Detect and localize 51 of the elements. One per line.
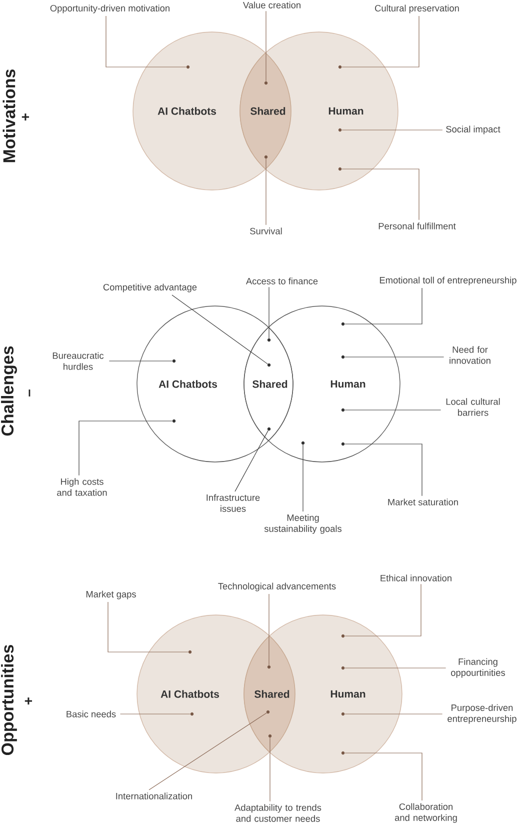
callout-label: Access to finance (246, 278, 318, 284)
overlap-region: Shared (244, 326, 294, 442)
callout-label: Competitive advantage (103, 284, 197, 292)
leader-line (344, 356, 444, 358)
callout-label: Social impact (446, 126, 500, 134)
leader-line (78, 420, 172, 476)
callout-label: Local cultural barriers (446, 398, 500, 416)
callout-label: Cultural preservation (375, 4, 459, 14)
leader-line (108, 602, 188, 652)
callout-label: Ethical innovation (380, 574, 452, 582)
leader-line (148, 712, 267, 790)
leader-line (268, 286, 270, 338)
leader-line (302, 444, 304, 512)
section-title: Opportunities (1, 644, 17, 755)
overlap-region: Shared (244, 636, 296, 752)
leader-line (344, 584, 422, 636)
section-title: Challenges (1, 346, 17, 436)
leader-line (234, 430, 268, 492)
callout-label: Survival (250, 228, 282, 234)
callout-label: Personal fulfillment (378, 222, 456, 230)
leader-line (268, 594, 270, 666)
callout-label: Infrastructure issues (206, 494, 260, 512)
callout-label: Emotional toll of entrepreneurship (380, 276, 516, 286)
callout-label: Need for innovation (450, 346, 490, 364)
leader-line (342, 168, 420, 220)
overlap-region: Shared (240, 52, 292, 170)
sign-label: – (28, 390, 30, 396)
leader-line (342, 16, 420, 68)
callout-label: Adaptability to trends and customer needs (234, 804, 322, 822)
sign-label: + (24, 697, 32, 704)
callout-label: High costs and taxation (57, 478, 107, 496)
callout-label: Technological advancements (218, 582, 336, 592)
callout-label: Internationalization (116, 792, 192, 800)
sign-label: + (22, 113, 29, 120)
callout-label: Basic needs (66, 710, 116, 718)
callout-label: Market gaps (86, 590, 136, 600)
callout-label: Meeting sustainability goals (264, 514, 342, 534)
callout-label: Market saturation (388, 498, 458, 506)
callout-label: Financing oppourtinities (451, 658, 505, 678)
callout-label: Bureaucratic hurdles (52, 352, 104, 370)
callout-label: Opportunity-driven motivation (50, 4, 170, 14)
callout-label: Purpose-driven entrepreneurship (448, 704, 516, 724)
leader-line (344, 288, 422, 324)
callout-label: Value creation (242, 2, 300, 8)
callout-label: Collaboration and networking (394, 803, 457, 823)
leader-line (106, 16, 186, 68)
leader-line (172, 294, 268, 364)
leader-line (344, 444, 422, 496)
section-title: Motivations (2, 69, 16, 162)
leader-line (108, 360, 172, 362)
leader-line (344, 752, 422, 801)
